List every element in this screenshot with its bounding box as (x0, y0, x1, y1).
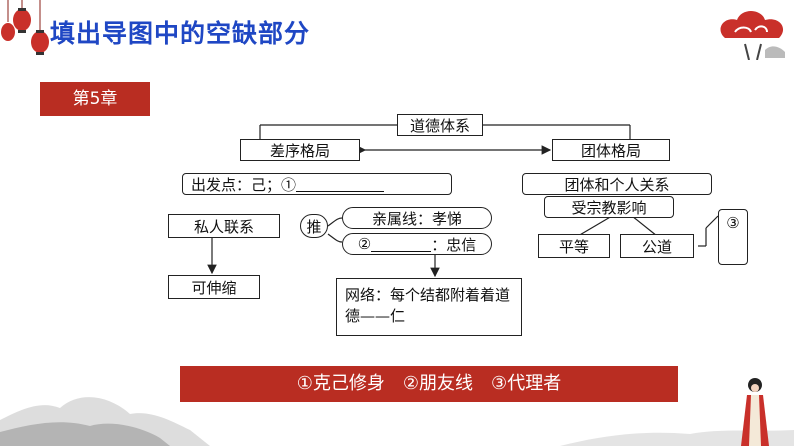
network-node: 网络：每个结都附着着道德——仁 (336, 278, 522, 336)
flexible-node: 可伸缩 (168, 275, 260, 299)
page-title: 填出导图中的空缺部分 (50, 19, 311, 48)
equal-node: 平等 (538, 234, 610, 258)
justice-node: 公道 (620, 234, 694, 258)
mountain-decoration (0, 397, 794, 446)
answer-bar: ①克己修身 ②朋友线 ③代理者 (180, 366, 678, 402)
root-node: 道德体系 (397, 114, 483, 136)
relation-node: 团体和个人关系 (522, 173, 712, 195)
chapter-badge: 第5章 (40, 82, 150, 116)
blank-2 (371, 237, 432, 252)
start-point-node: 出发点：己；① (182, 173, 452, 195)
line2-node: ② ：忠信 (342, 233, 492, 255)
right-branch-node: 团体格局 (552, 139, 670, 161)
line2-prefix: ② (357, 235, 372, 253)
diagram-connectors (207, 124, 719, 278)
line2-suffix: ：忠信 (431, 235, 477, 254)
push-node: 推 (300, 214, 328, 238)
lady-figure-decoration (741, 378, 769, 446)
cloud-decoration (720, 11, 785, 60)
left-branch-node: 差序格局 (240, 139, 360, 161)
kinship-node: 亲属线：孝悌 (342, 207, 492, 229)
private-link-node: 私人联系 (168, 214, 280, 238)
blank-1 (296, 177, 385, 192)
religion-node: 受宗教影响 (544, 196, 674, 218)
blank-3-node: ③ (718, 209, 748, 265)
concept-diagram: 道德体系 差序格局 团体格局 出发点：己；① 团体和个人关系 私人联系 推 亲属… (160, 108, 760, 353)
lantern-decoration (1, 0, 49, 55)
start-point-label: 出发点：己；① (191, 175, 297, 194)
